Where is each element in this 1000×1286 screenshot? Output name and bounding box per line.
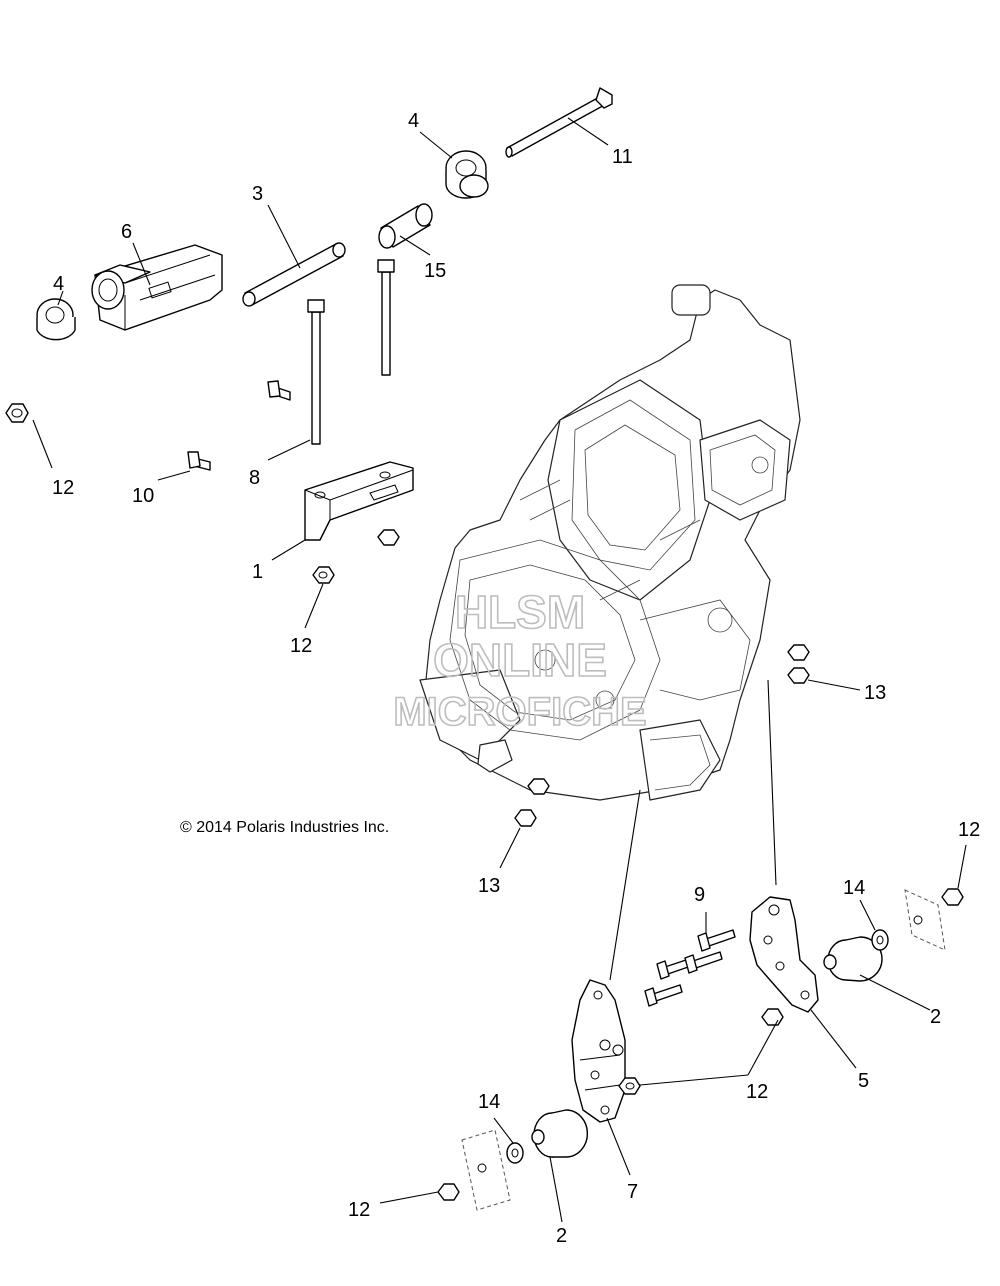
- callout-2-left: 2: [556, 1225, 567, 1247]
- callout-4-top: 4: [408, 110, 419, 132]
- part-bushing-left: [36, 298, 76, 341]
- callout-15: 15: [424, 260, 446, 282]
- part-nut-12-a: [761, 1008, 784, 1026]
- callout-7: 7: [627, 1181, 638, 1203]
- part-bracket-1: [304, 461, 414, 541]
- part-nut-12-b: [618, 1077, 641, 1095]
- callout-12-left: 12: [52, 477, 74, 499]
- callout-5: 5: [858, 1070, 869, 1092]
- callout-12-right: 12: [958, 819, 980, 841]
- callout-11: 11: [612, 146, 633, 168]
- callout-12-center: 12: [746, 1081, 768, 1103]
- engine-assembly: [419, 284, 801, 801]
- part-small-bolt: [267, 380, 291, 401]
- part-nut-left: [5, 403, 29, 423]
- part-nut-12-bottom: [437, 1183, 460, 1201]
- part-bolts-9: [644, 929, 736, 1007]
- part-nut-13-right: [787, 644, 810, 684]
- callout-3: 3: [252, 183, 263, 205]
- part-long-bolt: [505, 87, 613, 158]
- callout-14-left: 14: [478, 1091, 500, 1113]
- part-nut-12-mid: [312, 566, 335, 584]
- watermark-line-2: ONLINE: [433, 634, 607, 686]
- part-bushing-top: [445, 150, 489, 199]
- assembly-line-right: [767, 679, 777, 886]
- part-rubber-mount-right: [823, 936, 883, 982]
- callout-9: 9: [694, 884, 705, 906]
- part-bracket-5: [749, 896, 819, 1013]
- frame-outline-left: [461, 1129, 511, 1211]
- callout-1: 1: [252, 561, 263, 583]
- frame-outline-right: [904, 889, 946, 951]
- copyright-notice: © 2014 Polaris Industries Inc.: [180, 819, 389, 836]
- part-spacer: [378, 203, 433, 249]
- part-bolt-8b: [377, 259, 395, 376]
- part-nut-bracket: [377, 529, 400, 546]
- part-bolt-8: [307, 299, 325, 445]
- watermark-line-3: MICROFICHE: [393, 690, 646, 734]
- part-washer-right: [871, 929, 889, 951]
- callout-12-bottom: 12: [348, 1199, 370, 1221]
- part-mount-block: [91, 244, 223, 331]
- callout-2-right: 2: [930, 1006, 941, 1028]
- callout-6: 6: [121, 221, 132, 243]
- watermark-line-1: HLSM: [455, 586, 585, 638]
- part-washer-left: [506, 1142, 524, 1164]
- callout-10: 10: [132, 485, 154, 507]
- part-small-bolt-10: [187, 451, 211, 471]
- part-nut-13-left: [514, 778, 550, 827]
- leader-lines: [32, 117, 967, 1223]
- callout-8: 8: [249, 467, 260, 489]
- part-tube: [242, 242, 346, 307]
- assembly-line-left: [609, 789, 641, 981]
- watermark: HLSM ONLINE MICROFICHE: [393, 585, 648, 735]
- callout-12-mid: 12: [290, 635, 312, 657]
- callout-14-right: 14: [843, 877, 865, 899]
- callout-4-left: 4: [53, 273, 64, 295]
- callout-13-left: 13: [478, 875, 500, 897]
- part-nut-12-right: [941, 888, 964, 906]
- part-rubber-mount-left: [531, 1109, 588, 1158]
- callout-13-right: 13: [864, 682, 886, 704]
- part-bracket-7: [571, 979, 626, 1123]
- callout-labels: 4 11 3 15 6 4 12 10 8 1 12 13 13 12 14 9…: [52, 110, 980, 1247]
